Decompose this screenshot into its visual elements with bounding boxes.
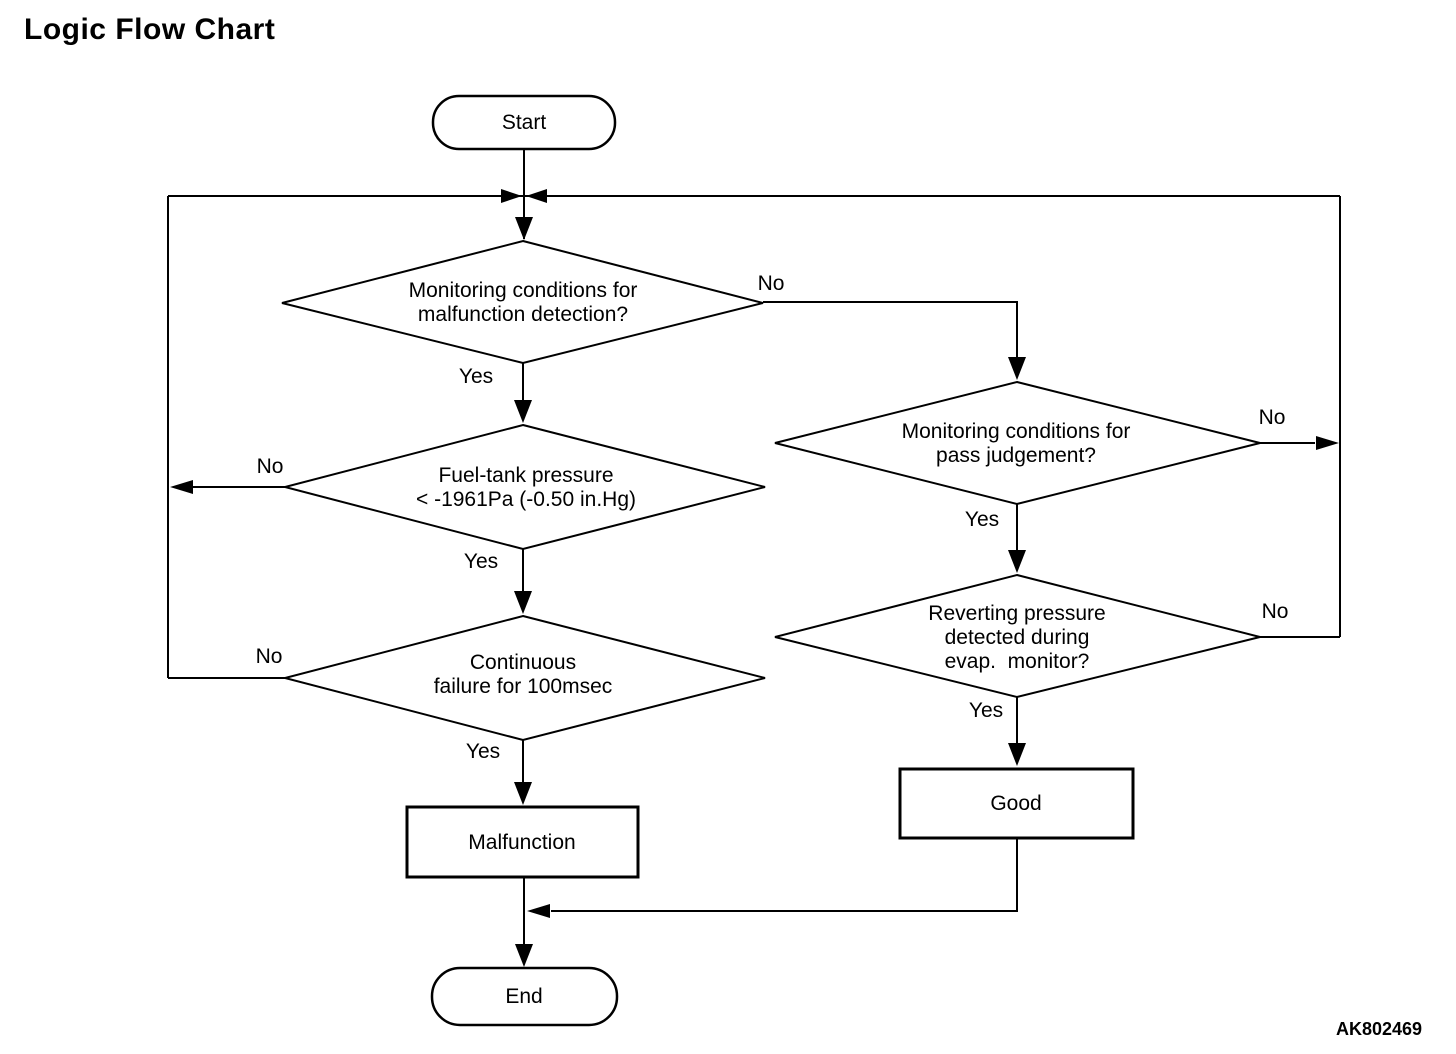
start-node-label: Start [501,111,547,135]
arrowhead-into-decision3 [514,591,532,614]
arrowhead-right-feedback-into-junction [526,189,547,203]
decision5-yes-label: Yes [968,699,1004,722]
decision5-diamond-shape [774,573,1261,699]
decision2-label: Fuel-tank pressure < -1961Pa (-0.50 in.H… [415,464,637,511]
start-terminator-shape [431,94,617,151]
decision5-label: Reverting pressure detected during evap.… [928,602,1106,673]
end-node-label: End [505,985,543,1009]
arrowhead-into-decision4 [1008,357,1026,380]
decision2-yes-label: Yes [463,550,499,573]
decision4-label: Monitoring conditions for pass judgement… [901,420,1131,467]
arrowhead-into-malfunction [514,782,532,805]
end-terminator-shape [430,966,619,1027]
arrowhead-into-decision2 [514,400,532,423]
decision5-no-label: No [1261,600,1289,623]
decision4-diamond-shape [774,380,1261,506]
connector-good-merge-to-end [551,838,1018,912]
decision1-diamond-shape [281,239,764,365]
decision1-label: Monitoring conditions for malfunction de… [408,279,638,326]
good-process-shape [898,767,1135,840]
page-title: Logic Flow Chart [24,13,276,46]
arrowhead-into-good [1008,743,1026,766]
arrowhead-decision2-no-into-left-line [170,480,193,494]
arrowhead-into-end [515,944,533,967]
arrowhead-left-feedback-into-junction [501,189,522,203]
decision3-label: Continuous failure for 100msec [433,651,613,698]
malfunction-process-shape [405,805,640,879]
decision4-no-label: No [1258,406,1286,429]
arrowhead-into-decision1 [515,217,533,240]
connector-decision1-no [763,301,1018,357]
decision3-diamond-shape [281,614,766,742]
decision3-no-label: No [255,645,283,668]
figure-code: AK802469 [1336,1019,1423,1039]
arrowhead-good-merge-into-end-line [527,904,550,918]
arrowhead-decision4-no-into-right-line [1316,436,1339,450]
decision3-yes-label: Yes [465,740,501,763]
decision4-yes-label: Yes [964,508,1000,531]
arrowhead-into-decision5 [1008,550,1026,573]
decision2-diamond-shape [281,423,766,551]
good-node-label: Good [990,792,1042,816]
decision1-yes-label: Yes [458,365,494,388]
decision2-no-label: No [256,455,284,478]
malfunction-node-label: Malfunction [468,831,576,855]
decision1-no-label: No [757,272,785,295]
